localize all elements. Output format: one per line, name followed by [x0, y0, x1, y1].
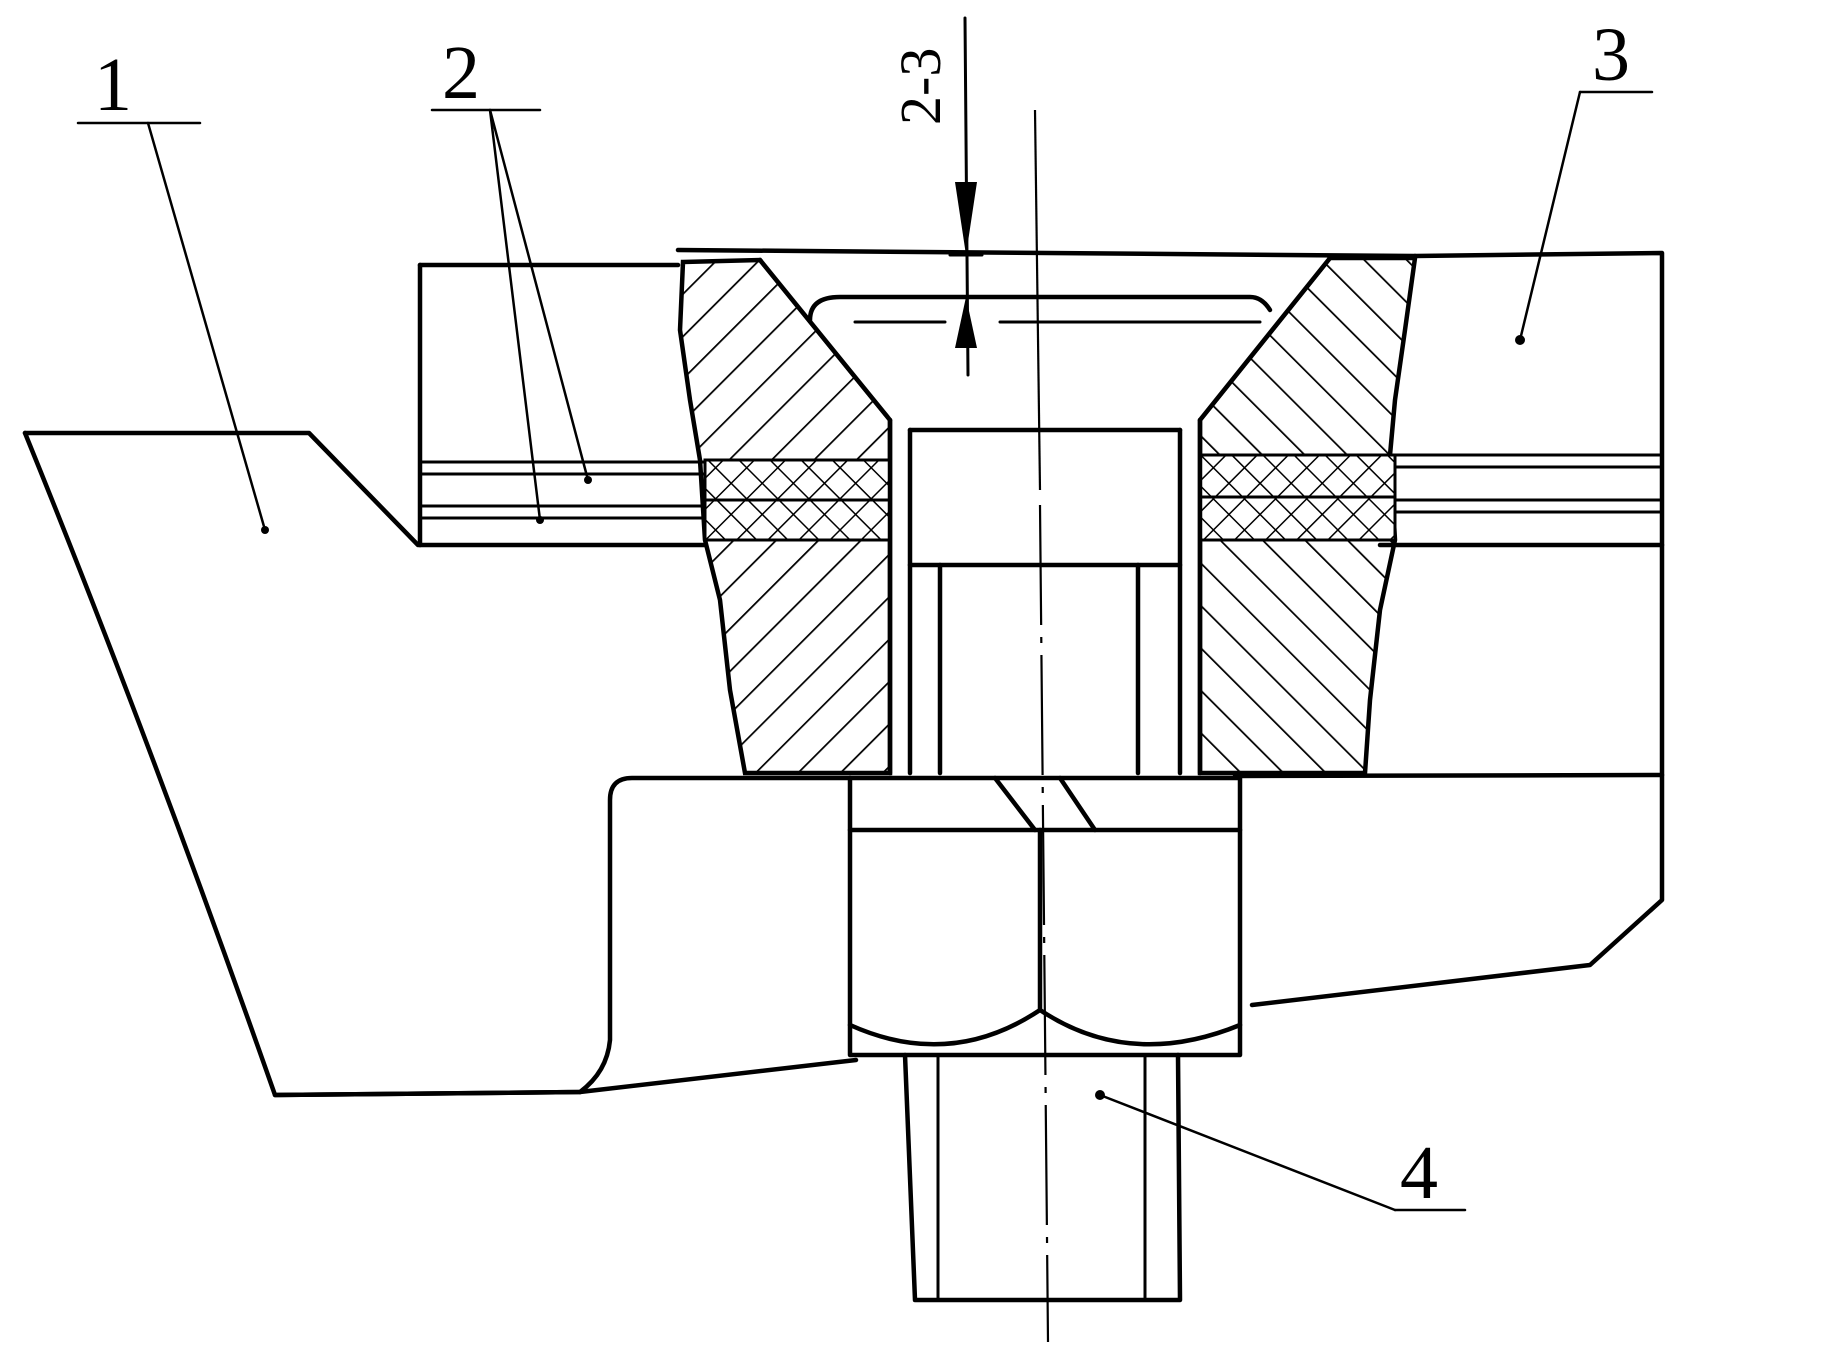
conical-recess [757, 255, 1333, 423]
part-1-base [22, 430, 859, 1098]
part-4-bolt [847, 775, 1243, 1303]
part-2-shims-left [418, 460, 707, 520]
label-part-3: 3 [1592, 13, 1630, 97]
hatched-section-right [1197, 255, 1418, 776]
label-part-2: 2 [442, 31, 480, 115]
center-axis [1033, 109, 1050, 1343]
part-3-block [417, 247, 1665, 1008]
label-gap-2-3: 2-3 [888, 48, 953, 125]
gap-dimension [948, 16, 984, 377]
label-part-1: 1 [94, 43, 132, 127]
sleeve [887, 417, 1203, 776]
label-part-4: 4 [1400, 1131, 1438, 1215]
part-2-shims-right [1393, 453, 1664, 514]
leader-lines [76, 90, 1654, 1212]
